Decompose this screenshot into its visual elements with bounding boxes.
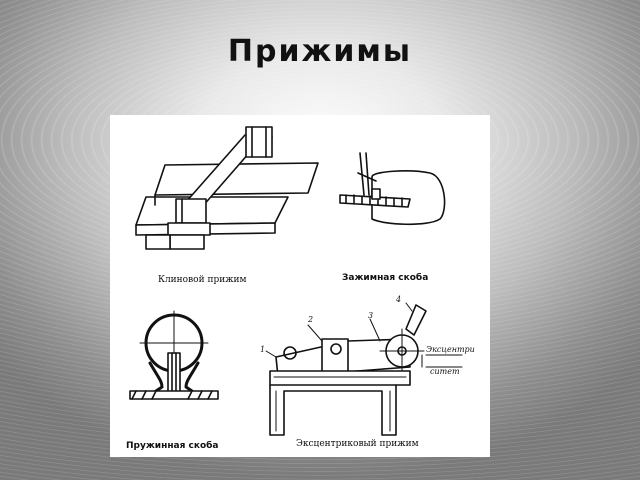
slide-title: Прижимы	[227, 34, 413, 69]
clamp-bracket-drawing	[339, 152, 446, 226]
clamps-drawing	[129, 126, 463, 436]
callout-3: 3	[368, 311, 374, 320]
wedge-clamp-caption: Клиновой прижим	[158, 275, 247, 285]
spring-bracket-drawing	[129, 310, 219, 400]
callout-4: 4	[396, 295, 402, 304]
wedge-clamp-drawing	[135, 126, 319, 250]
clamps-illustration: Клиновой прижим Зажимная скоба Пружинная…	[110, 115, 490, 457]
callout-1: 1	[260, 345, 266, 354]
callout-2: 2	[308, 315, 314, 324]
eccentric-note-line1: Эксцентри	[426, 345, 475, 354]
eccentric-clamp-drawing	[265, 302, 463, 436]
eccentric-clamp-caption: Эксцентриковый прижим	[296, 439, 419, 449]
clamp-bracket-caption: Зажимная скоба	[342, 273, 429, 283]
spring-bracket-caption: Пружинная скоба	[126, 441, 219, 451]
eccentric-note-line2: ситет	[430, 367, 460, 376]
